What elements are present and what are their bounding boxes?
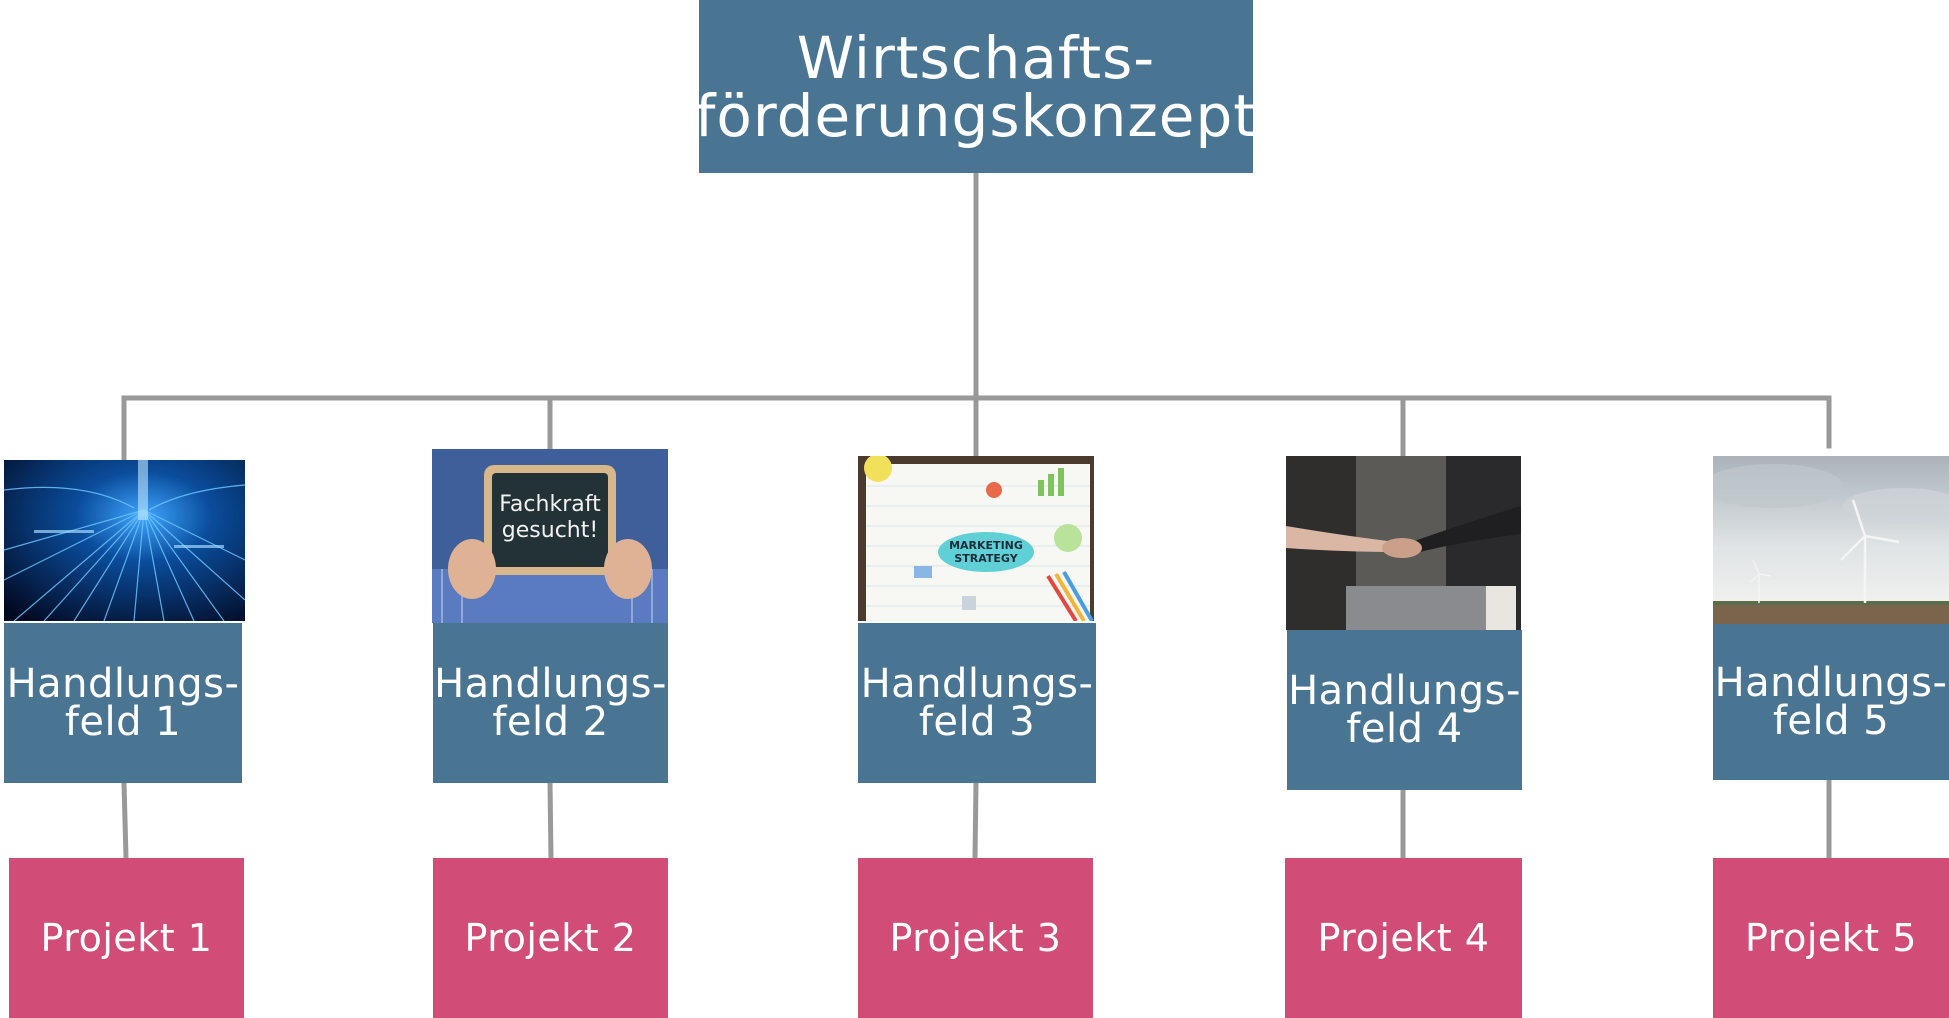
field-5-line-2: feld 5 <box>1772 698 1890 744</box>
root-title-line-1: Wirtschafts- <box>796 23 1156 92</box>
project-link-1 <box>121 780 129 861</box>
field-4-line-1: Handlungs- <box>1288 668 1521 714</box>
field-node-5: Handlungs- feld 5 <box>1713 624 1949 780</box>
photo-marketing-strategy-notebook: MARKETING STRATEGY <box>858 456 1094 621</box>
field-3-line-2: feld 3 <box>918 699 1036 745</box>
field-node-3: Handlungs- feld 3 <box>858 623 1096 783</box>
project-link-3 <box>972 780 979 861</box>
project-node-2: Projekt 2 <box>433 858 668 1018</box>
field-1-line-2: feld 1 <box>64 699 182 745</box>
photo-wind-turbines-field <box>1713 456 1949 624</box>
project-4-label: Projekt 4 <box>1317 916 1490 960</box>
photo-business-handshake <box>1286 456 1521 630</box>
field-node-4: Handlungs- feld 4 <box>1287 630 1522 790</box>
field-4-line-2: feld 4 <box>1346 706 1463 752</box>
field-node-2: Handlungs- feld 2 <box>433 623 668 783</box>
field-2-line-1: Handlungs- <box>434 661 667 707</box>
field-3-line-1: Handlungs- <box>860 661 1094 707</box>
project-3-label: Projekt 3 <box>889 916 1062 960</box>
svg-text:MARKETING: MARKETING <box>949 539 1023 552</box>
field-5-line-1: Handlungs- <box>1714 660 1948 706</box>
project-link-2 <box>547 780 554 861</box>
photo-person-holding-chalkboard: Fachkraft gesucht! <box>432 449 668 623</box>
project-node-1: Projekt 1 <box>9 858 244 1018</box>
svg-text:gesucht!: gesucht! <box>502 518 598 543</box>
field-node-1: Handlungs- feld 1 <box>4 623 242 783</box>
project-2-label: Projekt 2 <box>464 916 637 960</box>
project-1-label: Projekt 1 <box>40 916 213 960</box>
photo-digital-data-lines <box>4 460 245 621</box>
svg-text:Fachkraft: Fachkraft <box>499 492 601 517</box>
project-node-4: Projekt 4 <box>1285 858 1522 1018</box>
root-title-line-2: förderungskonzept <box>694 81 1258 150</box>
field-2-line-2: feld 2 <box>492 699 609 745</box>
project-node-5: Projekt 5 <box>1713 858 1949 1018</box>
project-node-3: Projekt 3 <box>858 858 1093 1018</box>
project-5-label: Projekt 5 <box>1745 916 1917 960</box>
root-node: Wirtschafts- förderungskonzept <box>695 0 1256 173</box>
svg-text:STRATEGY: STRATEGY <box>954 552 1018 565</box>
field-1-line-1: Handlungs- <box>6 661 240 707</box>
